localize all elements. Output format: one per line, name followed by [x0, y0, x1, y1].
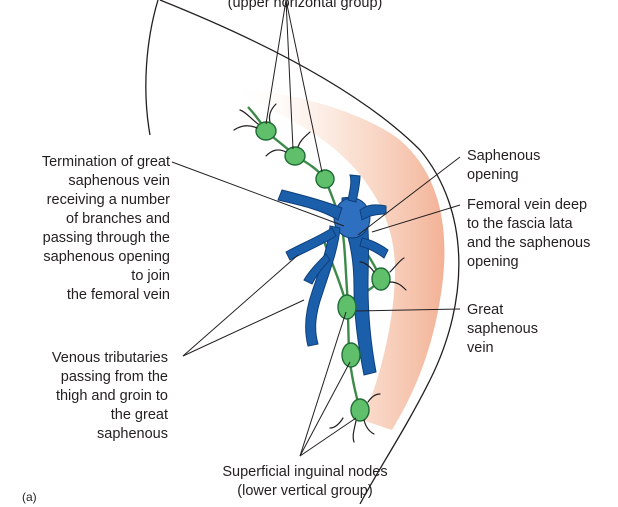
label-line: Termination of great [42, 153, 170, 172]
label-lower-group: Superficial inguinal nodes (lower vertic… [160, 463, 450, 501]
lymph-node [338, 295, 356, 319]
label-tributaries: Venous tributaries passing from the thig… [52, 349, 168, 444]
label-line: thigh and groin to [52, 387, 168, 406]
label-line: Saphenous [467, 147, 540, 166]
panel-label: (a) [22, 488, 37, 507]
label-line: vein [467, 339, 538, 358]
label-line: passing through the [42, 229, 170, 248]
lymph-node [351, 399, 369, 421]
label-femoral-vein: Femoral vein deep to the fascia lata and… [467, 196, 590, 272]
label-line: the great [52, 406, 168, 425]
label-line: and the saphenous [467, 234, 590, 253]
label-line: of branches and [42, 210, 170, 229]
label-line: Superficial inguinal nodes [160, 463, 450, 482]
label-line: Great [467, 301, 538, 320]
lymph-node [372, 268, 390, 290]
label-line: (lower vertical group) [160, 482, 450, 501]
thigh-outline-inner [146, 0, 158, 135]
label-line: to join [42, 267, 170, 286]
label-line: saphenous [52, 425, 168, 444]
label-line: Venous tributaries [52, 349, 168, 368]
label-line: the femoral vein [42, 286, 170, 305]
label-line: opening [467, 166, 540, 185]
label-line: saphenous opening [42, 248, 170, 267]
veins [278, 175, 388, 375]
label-line: opening [467, 253, 590, 272]
label-upper-group: (upper horizontal group) [160, 0, 450, 13]
label-line: (upper horizontal group) [160, 0, 450, 13]
label-termination: Termination of great saphenous vein rece… [42, 153, 170, 305]
lymph-node [342, 343, 360, 367]
label-line: passing from the [52, 368, 168, 387]
label-line: saphenous vein [42, 172, 170, 191]
lymph-node [285, 147, 305, 165]
lymph-node [316, 170, 334, 188]
label-line: Femoral vein deep [467, 196, 590, 215]
label-great-saphenous-vein: Great saphenous vein [467, 301, 538, 358]
label-line: to the fascia lata [467, 215, 590, 234]
label-line: receiving a number [42, 191, 170, 210]
label-saphenous-opening: Saphenous opening [467, 147, 540, 185]
lymph-node [256, 122, 276, 140]
label-line: saphenous [467, 320, 538, 339]
